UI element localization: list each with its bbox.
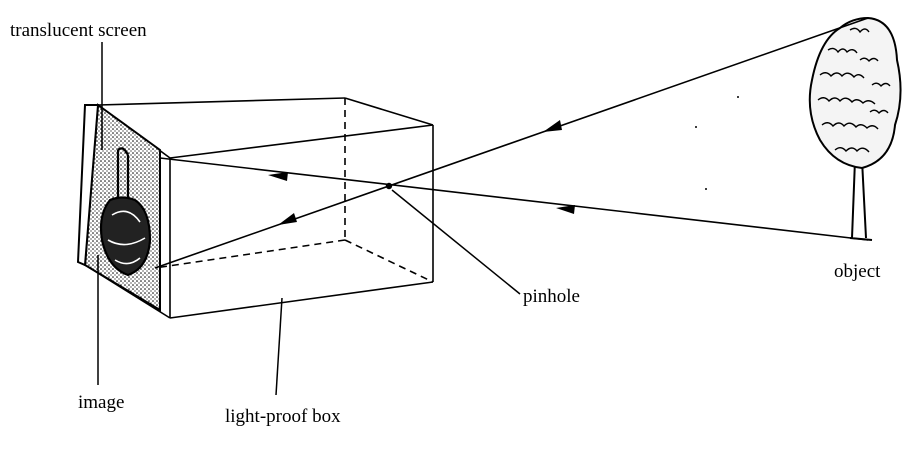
box-top-front-edge xyxy=(169,124,434,159)
arrow-bottom-2 xyxy=(268,172,288,181)
box-hidden-edge-left xyxy=(154,239,346,269)
stray-dots xyxy=(695,96,739,190)
ray-top xyxy=(154,17,869,269)
leader-pinhole xyxy=(391,189,521,295)
leader-box xyxy=(275,297,283,396)
ray-bottom xyxy=(159,157,869,241)
label-pinhole: pinhole xyxy=(523,286,580,307)
leader-lines xyxy=(97,42,521,396)
label-image: image xyxy=(78,392,125,413)
box-top-right-edge xyxy=(344,97,434,126)
label-translucent-screen: translucent screen xyxy=(10,20,147,41)
arrow-top-2 xyxy=(278,213,297,225)
light-rays xyxy=(154,17,869,269)
label-light-proof-box: light-proof box xyxy=(225,406,341,427)
box-top-back-edge xyxy=(97,97,346,106)
inverted-tree-image xyxy=(99,147,152,277)
box-bottom-front-edge xyxy=(169,281,434,319)
pinhole-dot xyxy=(385,182,393,190)
box-hidden-edge-bottom xyxy=(344,239,434,283)
arrow-top-1 xyxy=(543,120,562,132)
label-object: object xyxy=(834,261,881,282)
arrow-bottom-1 xyxy=(556,205,575,214)
tree-icon xyxy=(808,16,902,241)
ray-arrows xyxy=(268,120,575,225)
